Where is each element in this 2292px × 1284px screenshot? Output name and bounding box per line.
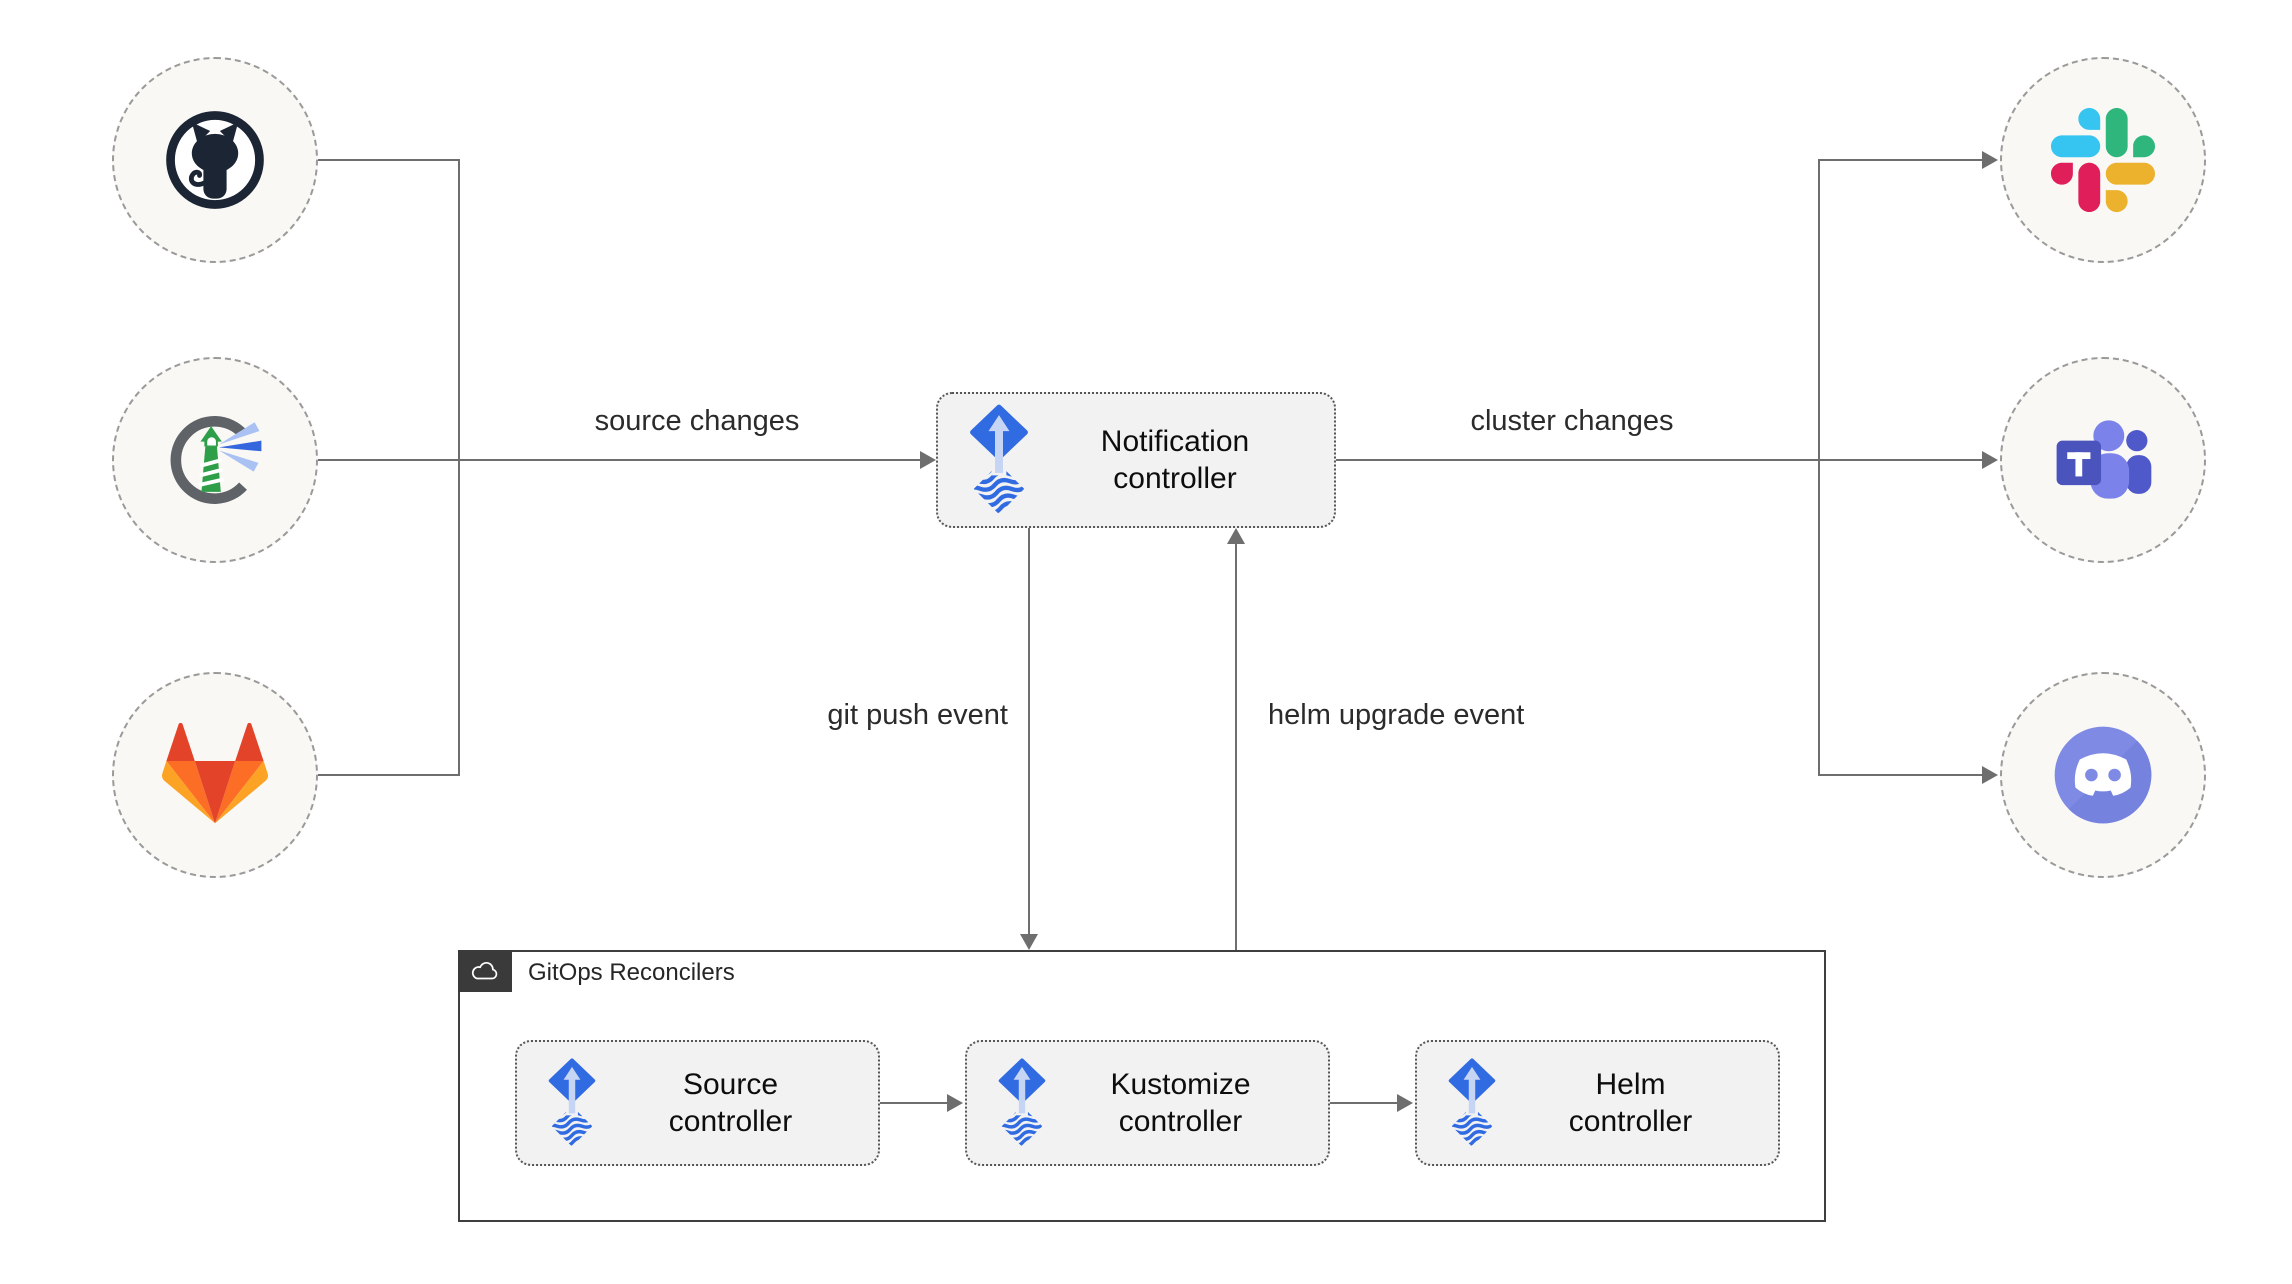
node-harbor [112, 357, 318, 563]
flux-icon [997, 1058, 1047, 1148]
github-icon [157, 102, 273, 218]
edge-bus-to-slack [1818, 159, 1982, 161]
node-github [112, 57, 318, 263]
edge-label-source-changes: source changes [594, 405, 800, 437]
kustomize-controller-label: Kustomize controller [1110, 1067, 1251, 1139]
source-controller-label: Source controller [668, 1067, 793, 1139]
arrowhead-into-helm [1397, 1094, 1413, 1112]
edge-bus-to-teams [1818, 459, 1982, 461]
flux-icon [547, 1058, 597, 1148]
kustomize-controller-box: Kustomize controller [965, 1040, 1330, 1166]
source-controller-box: Source controller [515, 1040, 880, 1166]
flux-icon [1447, 1058, 1497, 1148]
edge-helm-upgrade-event [1235, 544, 1237, 950]
helm-controller-box: Helm controller [1415, 1040, 1780, 1166]
harbor-icon [157, 402, 273, 518]
cloud-badge [458, 950, 512, 992]
helm-controller-label: Helm controller [1568, 1067, 1693, 1139]
flux-icon [968, 404, 1030, 516]
node-slack [2000, 57, 2206, 263]
edge-bus-to-discord [1818, 774, 1982, 776]
node-teams [2000, 357, 2206, 563]
edge-notification-to-bus [1336, 459, 1820, 461]
edge-left-bus [458, 159, 460, 775]
arrowhead-into-kustomize [947, 1094, 963, 1112]
arrowhead-into-teams [1982, 451, 1998, 469]
cloud-icon [469, 959, 501, 983]
microsoft-teams-icon [2045, 402, 2161, 518]
arrowhead-into-notification [920, 451, 936, 469]
node-discord [2000, 672, 2206, 878]
arrowhead-into-slack [1982, 151, 1998, 169]
edge-git-push-event [1028, 528, 1030, 934]
edge-source-to-kustomize [880, 1102, 947, 1104]
edge-right-bus [1818, 159, 1820, 775]
edge-sources-to-notification [318, 459, 920, 461]
notification-controller-label: Notification controller [1100, 424, 1250, 496]
arrowhead-into-discord [1982, 766, 1998, 784]
edge-gitlab-to-bus [318, 774, 460, 776]
arrowhead-into-reconcilers [1020, 934, 1038, 950]
discord-icon [2045, 717, 2161, 833]
edge-label-helm-upgrade-event: helm upgrade event [1268, 699, 1525, 731]
arrowhead-into-notification-bottom [1227, 528, 1245, 544]
edge-github-to-bus [318, 159, 460, 161]
gitlab-icon [161, 723, 269, 827]
edge-label-git-push-event: git push event [827, 699, 1008, 731]
gitops-reconcilers-title: GitOps Reconcilers [528, 959, 735, 986]
notification-controller-box: Notification controller [936, 392, 1336, 528]
edge-label-cluster-changes: cluster changes [1470, 405, 1674, 437]
node-gitlab [112, 672, 318, 878]
edge-kustomize-to-helm [1330, 1102, 1397, 1104]
slack-icon [2051, 108, 2155, 212]
